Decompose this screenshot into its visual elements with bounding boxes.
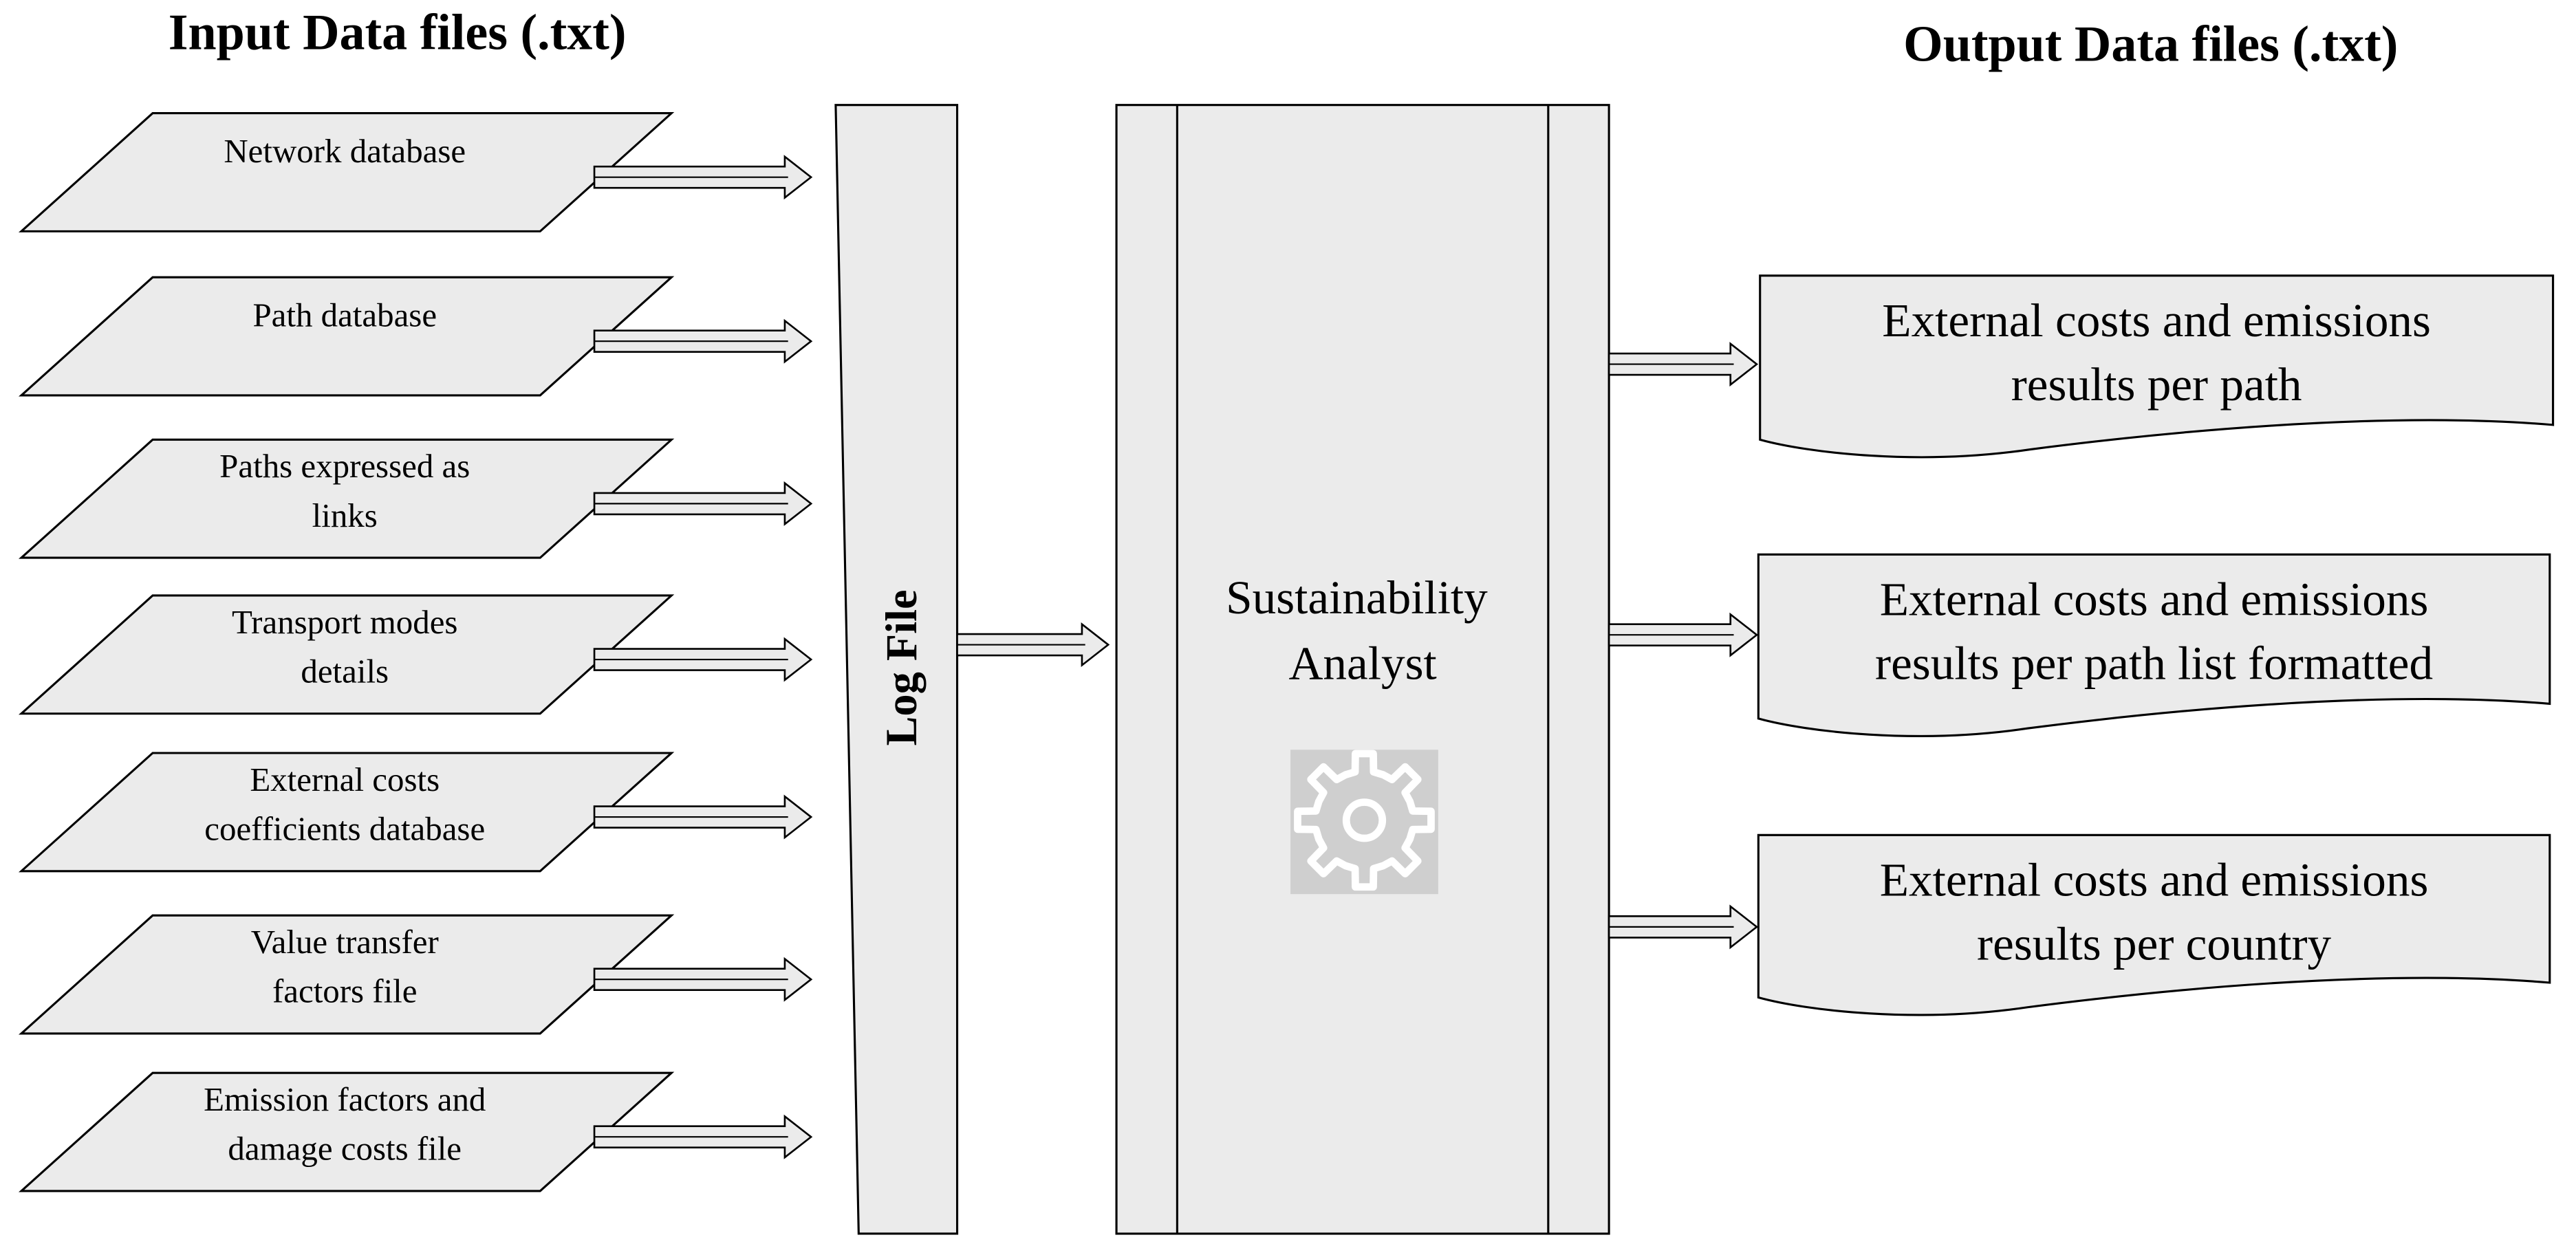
input-file-label: details <box>301 652 389 690</box>
input-file-label: damage costs file <box>228 1130 462 1168</box>
analyst-label: Sustainability Analyst <box>1226 571 1500 689</box>
gear-icon-tile <box>1290 750 1438 895</box>
sustainability-analyst-box <box>1115 104 1610 1235</box>
input-file-3: Paths expressed as links <box>18 438 813 559</box>
input-file-label: Value transfer <box>251 923 439 961</box>
input-file-label: External costs <box>250 761 440 798</box>
analyst-label-line-1: Sustainability <box>1226 571 1488 624</box>
gear-icon <box>1290 750 1438 895</box>
input-file-label: coefficients database <box>204 809 485 847</box>
output-file-label: External costs and emissions <box>1882 294 2431 347</box>
input-file-label: Transport modes <box>232 603 457 641</box>
input-file-label: Paths expressed as <box>219 447 470 485</box>
output-file-label: External costs and emissions <box>1880 573 2429 626</box>
input-file-shape <box>18 752 675 873</box>
input-file-shape <box>18 914 675 1035</box>
input-file-shape <box>18 1071 675 1192</box>
output-file-3: External costs and emissions results per … <box>1608 833 2551 1016</box>
input-file-label: Emission factors and <box>204 1080 486 1118</box>
output-file-label: results per country <box>1977 917 2331 970</box>
input-file-2: Path database <box>18 276 813 397</box>
log-file-shape <box>834 104 959 1235</box>
output-file-shape <box>1757 553 2551 737</box>
input-file-7: Emission factors and damage costs file <box>18 1071 813 1192</box>
output-file-shape <box>1759 274 2555 459</box>
analyst-label-line-2: Analyst <box>1288 637 1436 690</box>
input-file-6: Value transfer factors file <box>18 914 813 1035</box>
input-file-shape <box>18 112 675 232</box>
output-file-label: results per path <box>2011 358 2302 411</box>
output-files-heading: Output Data files (.txt) <box>1903 16 2398 72</box>
gear-icon-outline <box>1294 750 1435 891</box>
output-files: External costs and emissions results per … <box>1608 274 2555 1016</box>
output-file-label: results per path list formatted <box>1875 637 2433 690</box>
input-file-label: links <box>312 496 378 534</box>
input-files-heading: Input Data files (.txt) <box>169 5 627 61</box>
output-file-1: External costs and emissions results per … <box>1608 274 2555 459</box>
sustainability-analyst: Sustainability Analyst <box>1115 104 1610 1235</box>
input-file-5: External costs coefficients database <box>18 752 813 873</box>
input-file-label: Network database <box>224 132 466 170</box>
input-file-label: Path database <box>252 296 437 334</box>
log-file-label: Log File <box>877 589 926 745</box>
log-file: Log File <box>834 104 959 1235</box>
input-file-shape <box>18 276 675 397</box>
input-file-shape <box>18 438 675 559</box>
output-file-2: External costs and emissions results per … <box>1608 553 2551 737</box>
output-file-label: External costs and emissions <box>1880 853 2429 906</box>
input-file-label: factors file <box>272 972 418 1010</box>
input-file-1: Network database <box>18 112 813 232</box>
gear-icon-hub <box>1342 798 1387 842</box>
output-file-shape <box>1757 833 2551 1016</box>
input-file-4: Transport modes details <box>18 594 813 715</box>
input-file-shape <box>18 594 675 715</box>
log-to-analyst-arrow <box>956 622 1110 668</box>
